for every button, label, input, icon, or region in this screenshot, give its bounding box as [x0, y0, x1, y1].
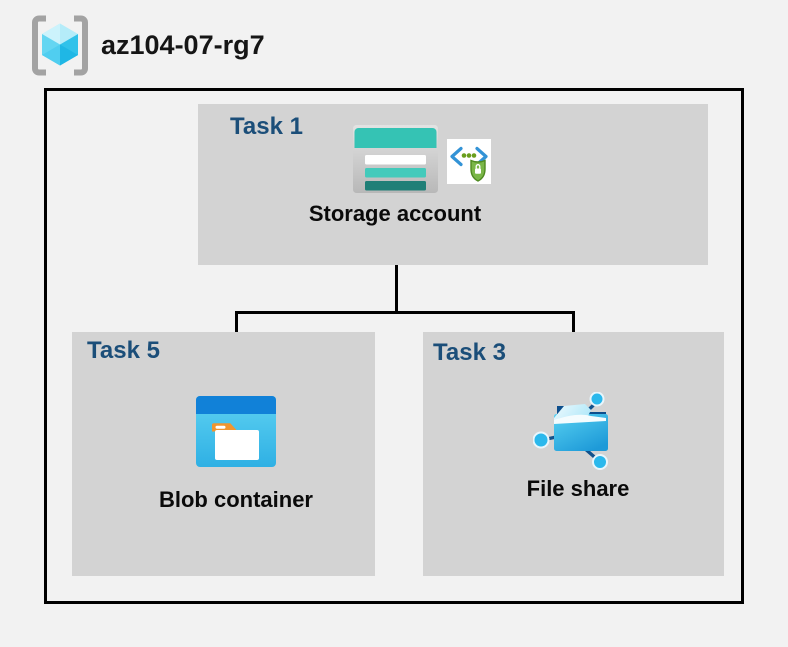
task1-label: Task 1 — [230, 113, 303, 140]
file-share-label: File share — [526, 476, 630, 501]
task1-box: Task 1 — [198, 104, 708, 265]
blob-container-icon — [196, 396, 276, 467]
connector-branch — [235, 311, 575, 314]
task3-label: Task 3 — [433, 339, 506, 366]
storage-account-icon — [353, 125, 438, 193]
resource-group-icon — [32, 15, 88, 76]
resource-group-name: az104-07-rg7 — [101, 30, 265, 60]
file-share-icon — [533, 392, 608, 470]
resource-group-boundary — [44, 88, 744, 604]
connector-storage-stem — [395, 233, 398, 313]
task3-box: Task 3 — [423, 332, 724, 576]
task5-label: Task 5 — [87, 337, 160, 364]
sas-security-icon — [447, 139, 491, 184]
blob-container-label: Blob container — [158, 487, 313, 512]
storage-account-label: Storage account — [308, 201, 482, 226]
